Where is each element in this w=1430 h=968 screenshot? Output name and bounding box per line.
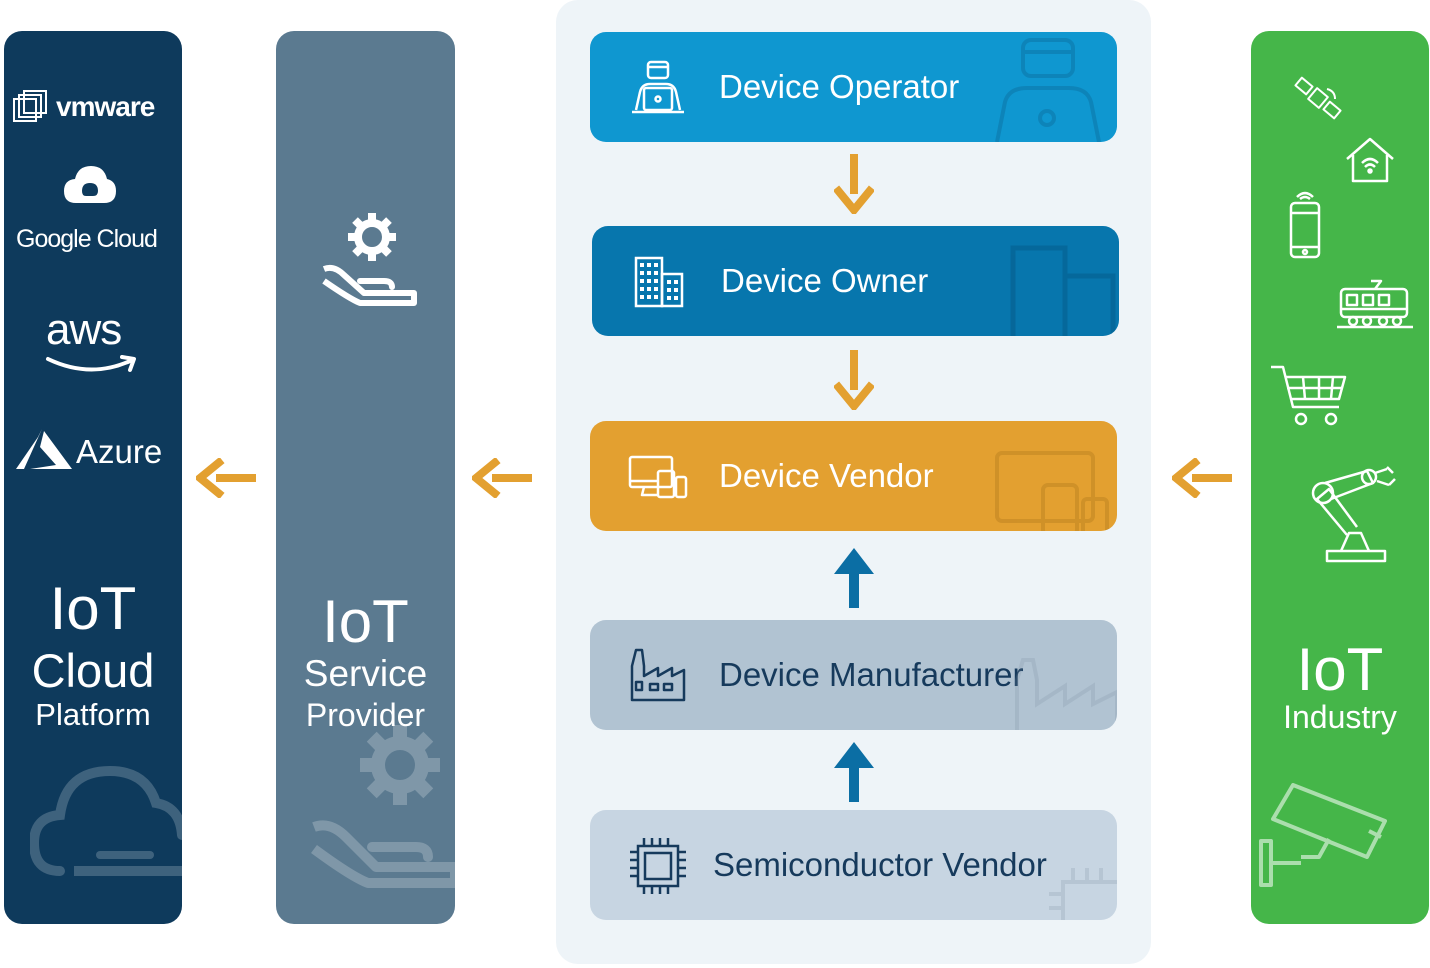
- devices-watermark-icon: [995, 451, 1109, 531]
- shopping-cart-icon: [1271, 365, 1347, 426]
- iot-industry-column: IoT Industry: [1251, 31, 1429, 924]
- device-operator-label: Device Operator: [719, 68, 960, 105]
- smartphone-icon: [1289, 191, 1321, 259]
- google-cloud-icon: [64, 166, 116, 203]
- semiconductor-vendor-label: Semiconductor Vendor: [713, 846, 1047, 883]
- devices-icon: [628, 455, 688, 499]
- service-title-line1: IoT: [322, 588, 409, 655]
- cloud-title-line3: Platform: [35, 697, 151, 732]
- iot-service-provider-column: IoT Service Provider: [276, 31, 455, 924]
- building-watermark-icon: [1010, 245, 1116, 336]
- device-owner-box: Device Owner: [592, 226, 1119, 336]
- operator-watermark-icon: [995, 38, 1101, 142]
- vmware-logo-icon: [13, 90, 47, 122]
- factory-watermark-icon: [1015, 658, 1117, 730]
- device-vendor-label: Device Vendor: [719, 457, 934, 494]
- chip-icon: [630, 838, 686, 894]
- google-cloud-logo-text: Google Cloud: [16, 225, 158, 253]
- service-title-line3: Provider: [305, 697, 426, 733]
- device-operator-box: Device Operator: [590, 32, 1117, 142]
- chip-watermark-icon: [1049, 868, 1117, 920]
- device-manufacturer-box: Device Manufacturer: [590, 620, 1117, 730]
- semiconductor-vendor-box: Semiconductor Vendor: [590, 810, 1117, 920]
- arrow-left-service-to-cloud: [196, 458, 256, 498]
- tram-icon: [1337, 279, 1413, 329]
- satellite-icon: [1294, 76, 1342, 120]
- arrow-left-industry-to-chain: [1172, 458, 1232, 498]
- azure-logo-icon: [16, 429, 72, 469]
- cloud-watermark-icon: [30, 765, 182, 876]
- hand-gear-icon: [322, 213, 417, 306]
- arrow-up-1: [834, 548, 874, 608]
- robot-arm-icon: [1311, 466, 1396, 563]
- industry-title-line2: Industry: [1283, 699, 1397, 735]
- service-title-line2: Service: [303, 653, 428, 694]
- arrow-down-2: [834, 350, 874, 410]
- vmware-logo-text: vmware: [56, 91, 155, 122]
- building-icon: [634, 256, 684, 308]
- hand-gear-watermark-icon: [311, 725, 455, 888]
- industry-title-line1: IoT: [1296, 636, 1384, 703]
- cloud-title-line2: Cloud: [31, 644, 155, 697]
- azure-logo-text: Azure: [76, 433, 163, 470]
- device-manufacturer-label: Device Manufacturer: [719, 656, 1024, 693]
- device-owner-label: Device Owner: [721, 262, 929, 299]
- aws-logo-text: aws: [46, 305, 122, 354]
- factory-icon: [630, 648, 686, 702]
- arrow-down-1: [834, 154, 874, 214]
- aws-smile-icon: [46, 355, 136, 372]
- device-vendor-box: Device Vendor: [590, 421, 1117, 531]
- cloud-title-line1: IoT: [49, 575, 137, 642]
- arrow-up-2: [834, 742, 874, 802]
- operator-icon: [632, 60, 684, 114]
- iot-cloud-platform-column: vmware Google Cloud aws Azure IoT Cloud …: [4, 31, 182, 924]
- smart-home-icon: [1346, 137, 1394, 183]
- security-camera-icon: [1259, 783, 1387, 887]
- arrow-left-chain-to-service: [472, 458, 532, 498]
